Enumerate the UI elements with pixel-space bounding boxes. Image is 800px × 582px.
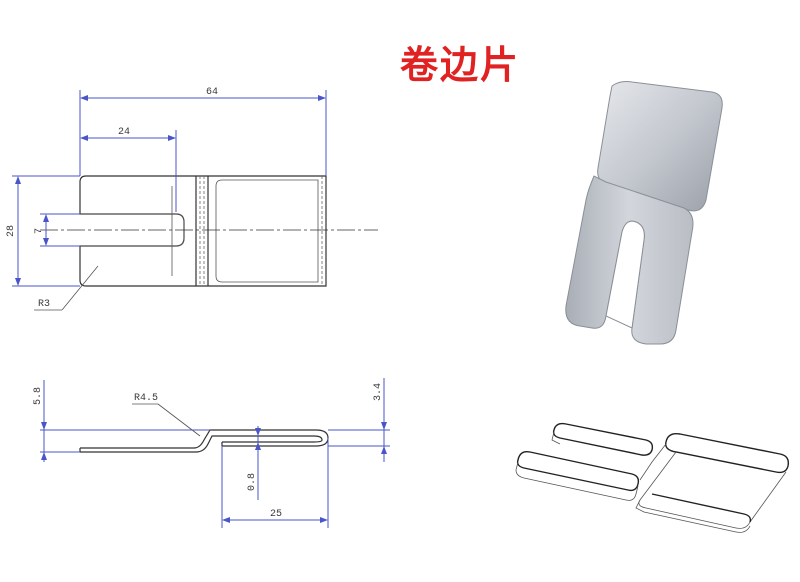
isometric-view [515,422,790,533]
part-photo [565,81,723,345]
dim-overall-length: 64 [206,87,218,98]
leader-r3 [61,265,99,311]
side-lower-sheet [80,429,329,449]
iso-finger-top [552,422,654,456]
dim-flap-length: 25 [270,509,282,520]
side-view: 5.8 3.4 R4.5 0.8 25 [33,378,390,528]
dim-height: 28 [6,225,17,237]
dim-thickness: 0.8 [247,473,258,491]
diagram-title: 卷边片 [400,43,521,87]
leader-r4-5 [157,403,201,437]
right-panel-inner [215,179,319,283]
top-view: 64 24 28 7 R3 [6,87,378,311]
iso-lower-fold [651,493,752,523]
dim-side-height-right: 3.4 [373,383,384,401]
dim-bend-radius: R4.5 [134,393,158,404]
dim-slot-depth: 24 [118,127,130,138]
photo-slot [605,220,645,329]
iso-main-body [665,432,790,474]
dim-slot-width: 7 [34,228,45,234]
iso-finger-bottom [516,450,640,492]
dim-corner-radius: R3 [38,299,50,310]
dim-side-height-left: 5.8 [33,387,44,405]
top-view-outline [79,175,327,287]
